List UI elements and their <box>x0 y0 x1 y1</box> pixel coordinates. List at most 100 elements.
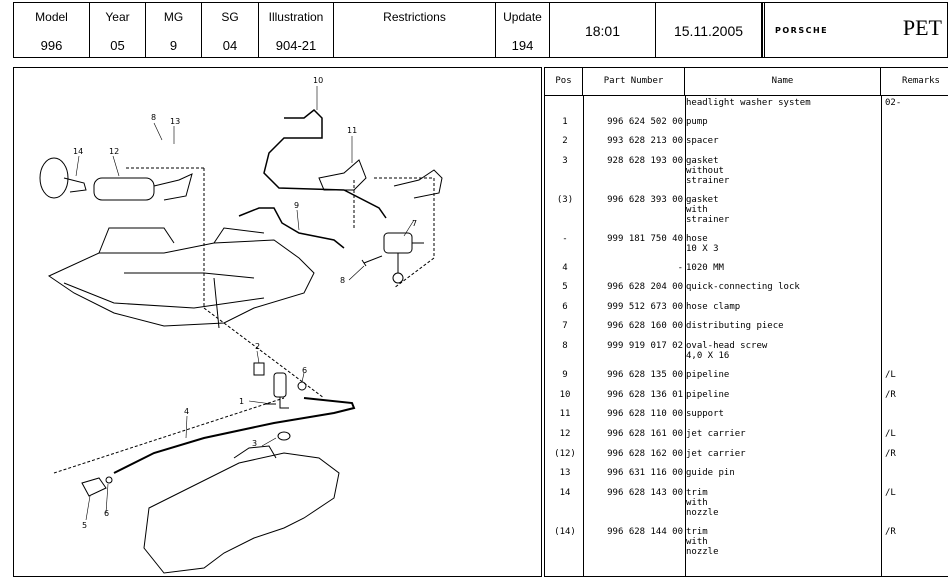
col-header-part-number[interactable]: Part Number <box>583 68 685 95</box>
model-label: Model <box>35 10 68 24</box>
header-restrictions-cell: Restrictions <box>334 3 496 57</box>
callout-13: 13 <box>170 117 180 126</box>
row-remarks: /R <box>885 390 896 400</box>
row-part-number: 996 624 502 00 <box>607 117 683 127</box>
row-name: jet carrier <box>686 429 746 439</box>
header-model-cell: Model 996 <box>14 3 90 57</box>
row-pos: 12 <box>559 429 571 439</box>
row-part-number: 996 628 135 00 <box>607 370 683 380</box>
app-name: PET <box>902 15 942 40</box>
header-sg-cell: SG 04 <box>202 3 259 57</box>
row-pos: 9 <box>562 370 568 380</box>
date-cell: 15.11.2005 <box>656 3 762 57</box>
support-11 <box>318 159 367 191</box>
row-pos: 11 <box>559 409 571 419</box>
hose-clamp-6 <box>105 476 113 484</box>
callout-6b: 6 <box>104 509 109 518</box>
col-header-pos[interactable]: Pos <box>545 68 583 95</box>
row-pos: - <box>562 234 568 244</box>
parts-illustration[interactable]: 10 8 13 11 14 12 9 7 8 2 6 1 4 3 5 6 <box>13 67 542 577</box>
row-name: headlight washer system <box>686 98 811 108</box>
callout-1: 1 <box>239 397 244 406</box>
callout-11: 11 <box>347 126 357 135</box>
col-divider <box>881 95 882 576</box>
col-header-name[interactable]: Name <box>685 68 881 95</box>
col-divider <box>685 95 686 576</box>
row-part-number: 996 628 161 00 <box>607 429 683 439</box>
year-label: Year <box>105 10 130 24</box>
hose-4 <box>113 397 356 474</box>
callout-4: 4 <box>184 407 189 416</box>
callout-numbers: 10 8 13 11 14 12 9 7 8 2 6 1 4 3 5 6 <box>73 76 417 530</box>
row-remarks: /R <box>885 527 896 537</box>
row-name: trim with nozzle <box>686 527 719 557</box>
row-name: hose 10 X 3 <box>686 234 719 254</box>
mg-label: MG <box>163 10 184 24</box>
row-name: distributing piece <box>686 321 784 331</box>
row-pos: 13 <box>559 468 571 478</box>
header-illustration-cell: Illustration 904-21 <box>259 3 334 57</box>
row-part-number: 996 628 393 00 <box>607 195 683 205</box>
gasket-3 <box>277 431 291 441</box>
row-name: guide pin <box>686 468 735 478</box>
row-pos: 6 <box>562 302 568 312</box>
row-name: gasket with strainer <box>686 195 730 225</box>
sg-label: SG <box>221 10 239 24</box>
reservoir-neck <box>233 445 277 459</box>
callout-8b: 8 <box>340 276 345 285</box>
callout-2: 2 <box>255 342 260 351</box>
pipeline-9 <box>238 207 345 249</box>
row-pos: 8 <box>562 341 568 351</box>
row-remarks: /L <box>885 429 896 439</box>
screw-8 <box>361 255 383 267</box>
row-part-number: 996 628 204 00 <box>607 282 683 292</box>
row-remarks: /L <box>885 488 896 498</box>
callout-8a: 8 <box>151 113 156 122</box>
header-update-cell: Update 194 <box>496 3 549 57</box>
callout-12: 12 <box>109 147 119 156</box>
row-pos: 5 <box>562 282 568 292</box>
callout-9: 9 <box>294 201 299 210</box>
row-part-number: 999 919 017 02 <box>607 341 683 351</box>
leader-lines <box>75 86 415 521</box>
exploded-view-drawing: 10 8 13 11 14 12 9 7 8 2 6 1 4 3 5 6 <box>39 76 443 574</box>
header-info-bar: Model 996 Year 05 MG 9 SG 04 Illustratio… <box>13 2 550 58</box>
restrictions-label: Restrictions <box>383 10 446 24</box>
row-name: 1020 MM <box>686 263 724 273</box>
illustration-label: Illustration <box>268 10 324 24</box>
row-pos: (3) <box>556 195 574 205</box>
col-header-remarks[interactable]: Remarks <box>902 76 940 86</box>
row-name: support <box>686 409 724 419</box>
sg-value: 04 <box>222 38 238 53</box>
bracket-frame <box>47 227 315 329</box>
row-part-number: 996 631 116 00 <box>607 468 683 478</box>
year-value: 05 <box>110 38 125 53</box>
row-part-number: 996 628 110 00 <box>607 409 683 419</box>
time-cell: 18:01 <box>550 3 656 57</box>
header-year-cell: Year 05 <box>90 3 146 57</box>
distributing-piece <box>383 232 424 284</box>
row-name: spacer <box>686 136 719 146</box>
row-part-number: 999 512 673 00 <box>607 302 683 312</box>
row-pos: (14) <box>554 527 576 537</box>
row-name: pipeline <box>686 370 730 380</box>
time-value: 18:01 <box>584 23 621 39</box>
parts-table-header: Pos Part Number Name Remarks <box>545 68 948 96</box>
row-name: jet carrier <box>686 449 746 459</box>
row-part-number: 996 628 160 00 <box>607 321 683 331</box>
callout-6a: 6 <box>302 366 307 375</box>
washer-reservoir <box>143 452 340 574</box>
mg-value: 9 <box>169 38 178 53</box>
row-pos: 10 <box>559 390 571 400</box>
row-part-number: 999 181 750 40 <box>607 234 683 244</box>
dashed-guides <box>53 167 435 474</box>
callout-10: 10 <box>313 76 323 85</box>
row-part-number: 928 628 193 00 <box>607 156 683 166</box>
row-name: oval-head screw 4,0 X 16 <box>686 341 768 361</box>
pump-assembly <box>253 362 307 409</box>
row-pos: 7 <box>562 321 568 331</box>
row-pos: (12) <box>554 449 576 459</box>
update-label: Update <box>503 10 542 24</box>
row-part-number: 996 628 143 00 <box>607 488 683 498</box>
row-pos: 2 <box>562 136 568 146</box>
